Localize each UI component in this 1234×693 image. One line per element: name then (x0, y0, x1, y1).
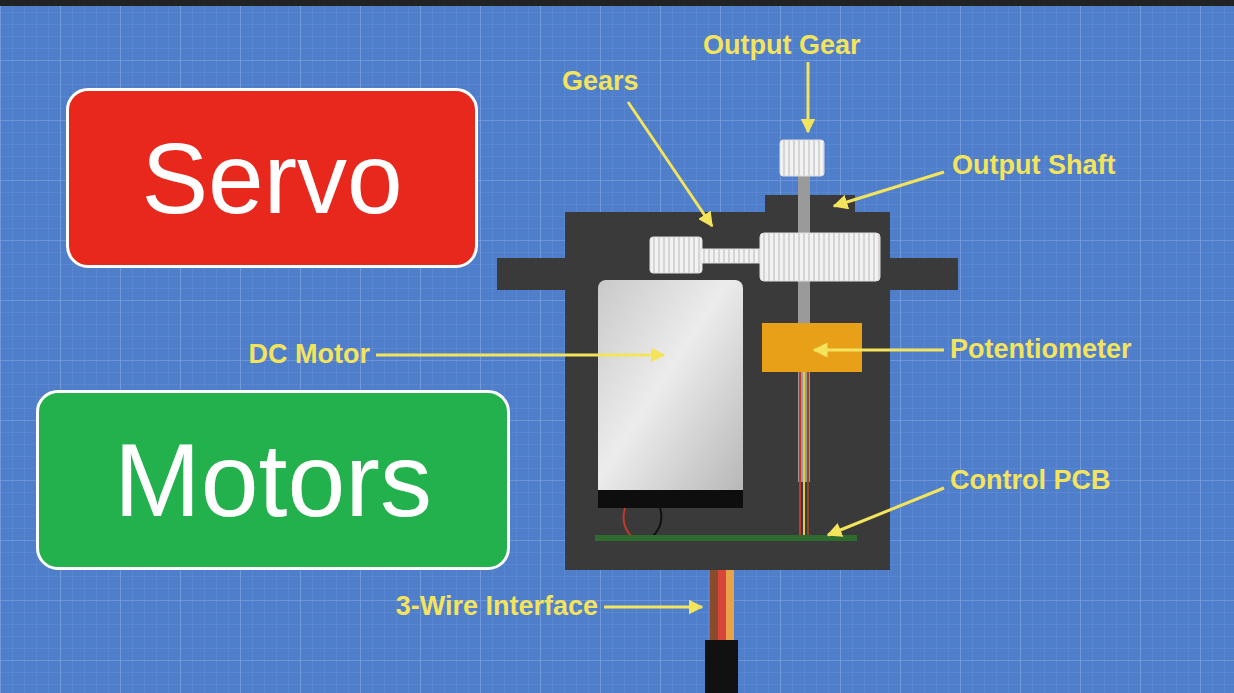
leader-arrow (628, 102, 712, 226)
part-name: Potentiometer (950, 335, 1132, 365)
leader-arrow (604, 606, 702, 609)
part-name: Output Gear (703, 31, 861, 61)
part-name: Gears (562, 67, 639, 97)
servo-housing (497, 195, 958, 570)
part-name: Control PCB (950, 466, 1110, 496)
dc-motor (598, 280, 743, 537)
leader-arrow (828, 488, 944, 535)
leader-arrow (376, 354, 664, 357)
part-name: Output Shaft (952, 151, 1115, 181)
top-bar (0, 0, 1234, 6)
control-pcb (595, 535, 857, 541)
output-gear (780, 140, 824, 176)
part-name: 3-Wire Interface (396, 592, 598, 622)
leader-arrow (834, 172, 944, 206)
title-box: Servo (66, 88, 478, 268)
leader-arrow (807, 62, 810, 132)
leader-arrow (814, 349, 944, 352)
title-word: Servo (141, 128, 402, 228)
gear-train (650, 233, 880, 281)
potentiometer (762, 323, 862, 537)
title-box: Motors (36, 390, 510, 570)
title-word: Motors (114, 428, 432, 532)
part-name: DC Motor (249, 340, 370, 370)
three-wire-cable (705, 565, 738, 693)
